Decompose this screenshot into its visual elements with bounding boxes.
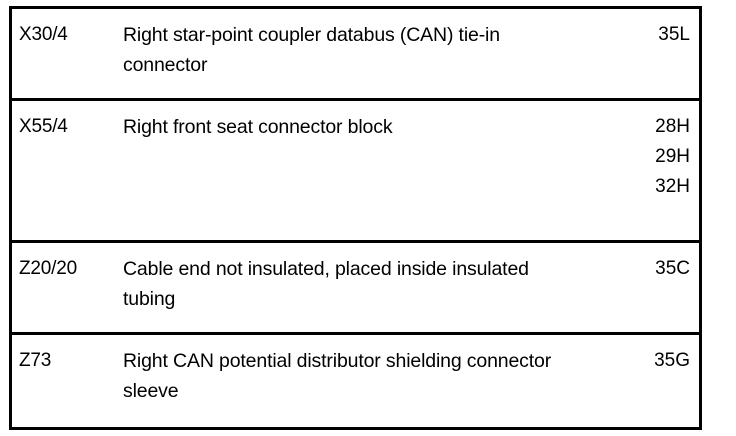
location-reference-cell: 28H 29H 32H	[621, 101, 699, 202]
description-line: Right star-point coupler databus (CAN) t…	[123, 24, 500, 46]
component-description-cell: Right front seat connector block	[123, 101, 621, 142]
description-line: Right CAN potential distributor shieldin…	[123, 350, 552, 372]
component-description-cell: Right CAN potential distributor shieldin…	[123, 335, 621, 406]
table-row: X30/4 Right star-point coupler databus (…	[12, 9, 699, 101]
component-code: X30/4	[19, 24, 68, 45]
component-code-cell: X55/4	[12, 101, 123, 142]
component-code-cell: Z73	[12, 335, 123, 376]
location-reference: 35G	[654, 350, 690, 371]
location-reference: 32H	[655, 176, 690, 197]
location-reference: 28H	[655, 116, 690, 137]
description-line: sleeve	[123, 380, 179, 402]
location-reference: 35C	[655, 258, 690, 279]
component-code-cell: Z20/20	[12, 243, 123, 284]
component-code: Z73	[19, 350, 52, 371]
table-row: Z20/20 Cable end not insulated, placed i…	[12, 243, 699, 335]
location-reference-cell: 35C	[621, 243, 699, 284]
location-reference: 35L	[658, 24, 690, 45]
location-reference-cell: 35G	[621, 335, 699, 376]
component-code: X55/4	[19, 116, 68, 137]
component-legend-table: X30/4 Right star-point coupler databus (…	[9, 6, 702, 430]
component-code: Z20/20	[19, 258, 77, 279]
description-line: Cable end not insulated, placed inside i…	[123, 258, 529, 280]
description-line: Right front seat connector block	[123, 116, 393, 138]
location-reference: 29H	[655, 146, 690, 167]
table-row: X55/4 Right front seat connector block 2…	[12, 101, 699, 243]
component-description-cell: Right star-point coupler databus (CAN) t…	[123, 9, 621, 80]
component-code-cell: X30/4	[12, 9, 123, 50]
description-line: connector	[123, 54, 208, 76]
description-line: tubing	[123, 288, 176, 310]
location-reference-cell: 35L	[621, 9, 699, 50]
component-description-cell: Cable end not insulated, placed inside i…	[123, 243, 621, 314]
table-row: Z73 Right CAN potential distributor shie…	[12, 335, 699, 427]
